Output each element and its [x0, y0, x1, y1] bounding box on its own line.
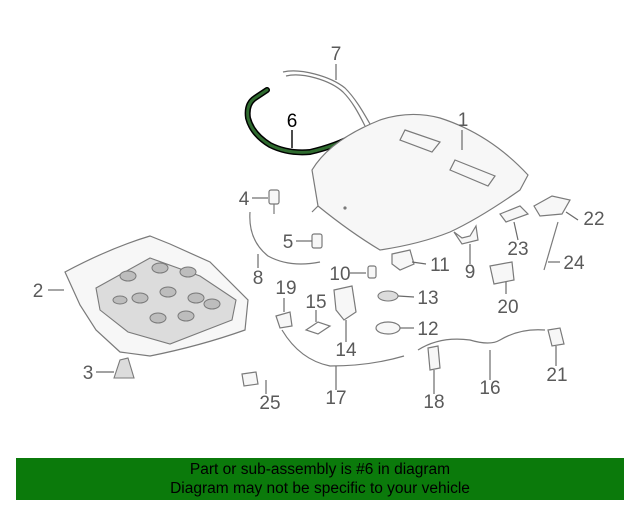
part-2-underbody-shield: [64, 235, 249, 357]
part-3-grommet: [113, 357, 135, 379]
callout-14: 14: [335, 340, 357, 361]
callout-2: 2: [33, 281, 44, 302]
callout-23: 23: [507, 239, 528, 260]
callout-24: 24: [563, 253, 585, 274]
callout-10: 10: [329, 264, 350, 285]
part-12-cap: [375, 321, 401, 335]
callout-15: 15: [305, 292, 326, 313]
callout-7: 7: [331, 44, 342, 65]
callout-22: 22: [583, 209, 604, 230]
part-19-clip: [275, 311, 293, 329]
callout-3: 3: [83, 363, 94, 384]
part-20-bracket: [489, 261, 515, 285]
callout-17: 17: [325, 388, 346, 409]
part-24-strut: [543, 221, 559, 271]
part-10-pin: [367, 265, 377, 279]
callout-11: 11: [430, 255, 450, 276]
callout-6: 6: [287, 111, 298, 132]
callout-21: 21: [546, 365, 567, 386]
callout-13: 13: [417, 288, 438, 309]
callout-19: 19: [275, 278, 296, 299]
part-11-latch: [391, 249, 415, 271]
callout-20: 20: [497, 297, 518, 318]
part-9-bracket: [453, 224, 479, 245]
part-25-connector: [241, 371, 259, 387]
part-1-hood: [311, 113, 529, 251]
callout-18: 18: [423, 392, 444, 413]
part-13-cap: [377, 290, 399, 302]
part-5-bumper: [311, 233, 323, 249]
part-4-clip: [268, 189, 280, 214]
leader-lines: [48, 64, 579, 394]
part-16-cable: [417, 329, 546, 351]
callout-8: 8: [253, 268, 264, 289]
callout-9: 9: [465, 262, 476, 283]
part-18-handle: [427, 345, 441, 371]
part-14-bracket: [333, 285, 357, 321]
parts-diagram: 7 6 1 2 3 4 5 8 9 10 11 12 13 14 15 16 1…: [33, 44, 605, 414]
callout-4: 4: [239, 189, 250, 210]
callout-25: 25: [259, 393, 280, 414]
callout-1: 1: [458, 110, 469, 131]
banner-line-2: Diagram may not be specific to your vehi…: [170, 480, 470, 497]
part-6-hood-seal: [244, 87, 359, 156]
callout-16: 16: [479, 378, 500, 399]
part-8-molding: [249, 211, 321, 265]
part-21-bracket: [547, 327, 565, 347]
part-15-clip: [304, 321, 332, 335]
banner-line-1: Part or sub-assembly is #6 in diagram: [189, 461, 451, 478]
part-7-seal-strip: [282, 70, 371, 127]
info-banner: Part or sub-assembly is #6 in diagram Di…: [16, 458, 624, 500]
part-17-cable: [281, 329, 405, 367]
callout-labels: 7 6 1 2 3 4 5 8 9 10 11 12 13 14 15 16 1…: [33, 44, 605, 414]
part-23-hinge-bracket: [499, 205, 530, 223]
callout-5: 5: [283, 232, 294, 253]
callout-12: 12: [417, 319, 438, 340]
part-22-hinge: [533, 195, 571, 217]
